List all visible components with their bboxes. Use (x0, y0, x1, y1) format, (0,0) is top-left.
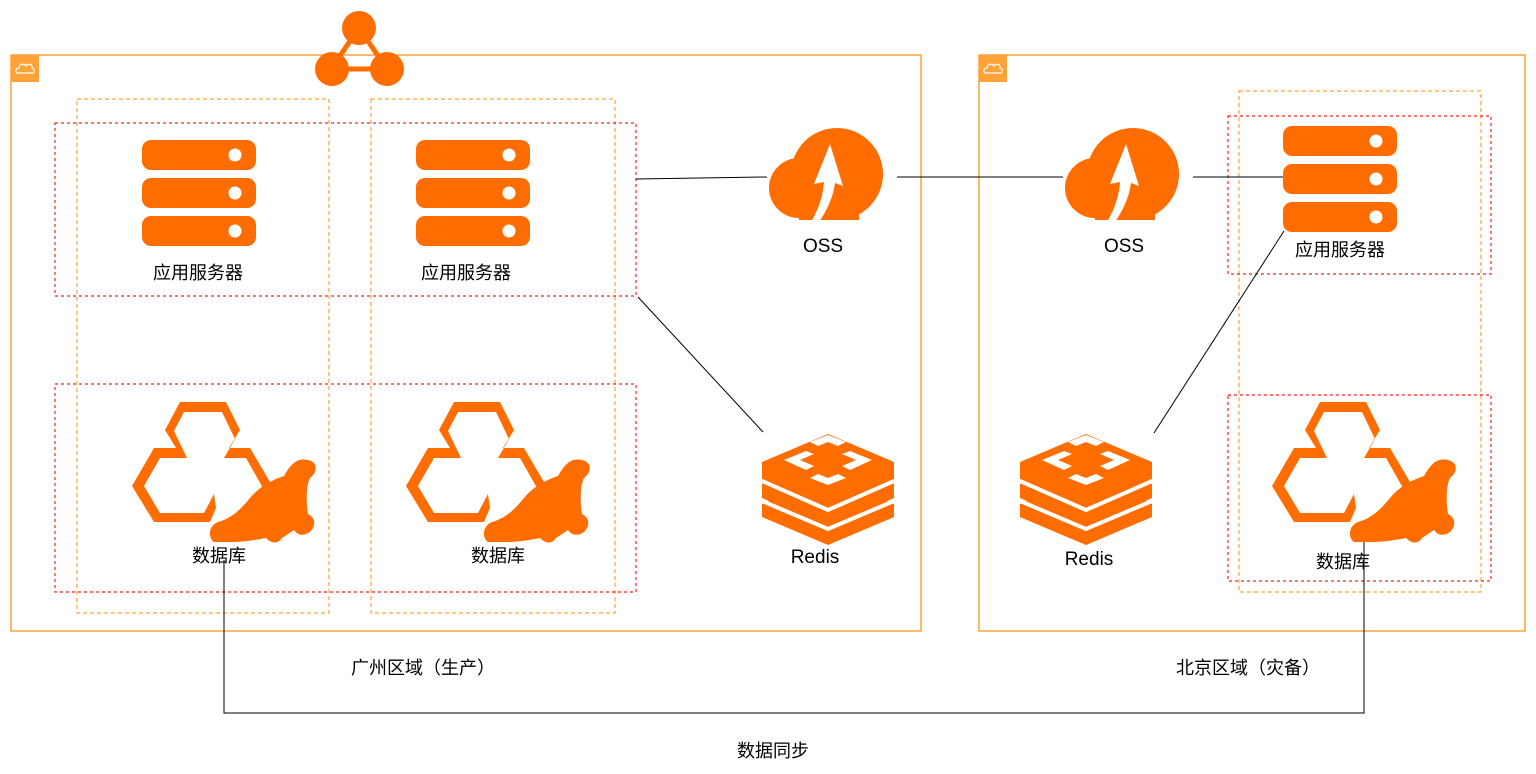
sync-label: 数据同步 (737, 741, 809, 762)
app-server-label: 应用服务器 (153, 263, 243, 284)
zone-beijing (1238, 90, 1482, 593)
region-beijing (978, 54, 1526, 632)
database-group-beijing (1227, 394, 1492, 582)
app-server-label: 应用服务器 (1295, 240, 1385, 261)
app-server-group-guangzhou (54, 122, 637, 297)
cloud-icon (10, 54, 40, 83)
zone-a-guangzhou (76, 98, 330, 614)
server-icon (416, 140, 530, 246)
redis-label: Redis (790, 547, 840, 568)
zone-b-guangzhou (370, 98, 616, 614)
database-label: 数据库 (192, 546, 246, 567)
server-icon (1283, 126, 1397, 232)
region-guangzhou (10, 54, 922, 632)
oss-label: OSS (1103, 236, 1145, 257)
redis-icon (760, 432, 896, 547)
connections (223, 176, 1365, 714)
connector-gz-app-redis (637, 296, 764, 433)
mariadb-icon (406, 402, 590, 543)
connector-db-sync (223, 540, 1365, 714)
connector-bj-app-redis (1153, 230, 1285, 434)
redis-icon (1018, 432, 1154, 547)
redis-label: Redis (1064, 549, 1114, 570)
connector-gz-app-oss (635, 176, 768, 180)
app-server-label: 应用服务器 (421, 263, 511, 284)
vpc-icon (315, 11, 404, 86)
region-label-beijing: 北京区域（灾备） (1176, 658, 1320, 679)
server-icon (142, 140, 256, 246)
database-label: 数据库 (1316, 552, 1370, 573)
oss-icon (1065, 128, 1179, 222)
region-label-guangzhou: 广州区域（生产） (351, 658, 495, 679)
database-label: 数据库 (471, 546, 525, 567)
database-group-guangzhou (54, 383, 637, 593)
mariadb-icon (132, 402, 316, 543)
app-server-group-beijing (1227, 115, 1492, 275)
cloud-icon (978, 54, 1008, 83)
oss-label: OSS (802, 236, 844, 257)
oss-icon (769, 128, 883, 222)
mariadb-icon (1272, 402, 1456, 543)
